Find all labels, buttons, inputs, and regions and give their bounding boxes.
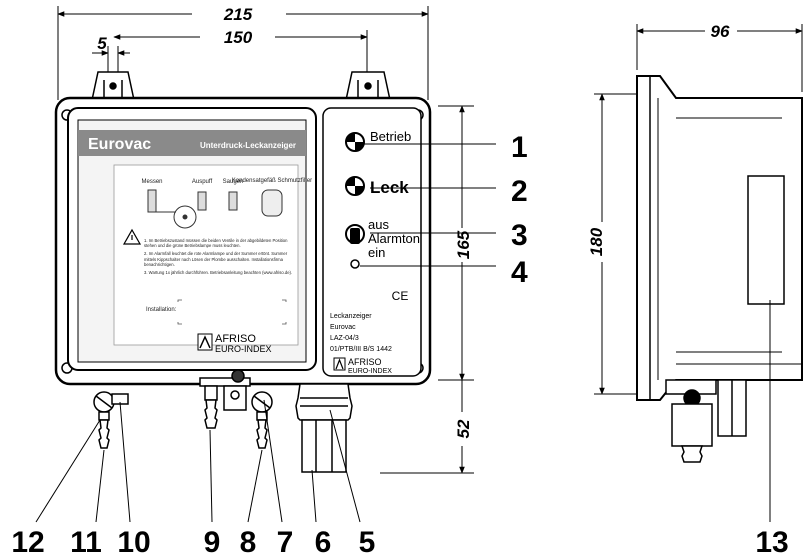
dimension-side-depth <box>636 24 803 92</box>
dimension-label-96: 96 <box>711 22 730 41</box>
callout-10: 10 <box>117 526 150 557</box>
callout-5: 5 <box>359 526 376 557</box>
diagram-label-auspuff: Auspuff <box>192 179 213 185</box>
valve-fitting-left <box>93 391 129 449</box>
instructions-block: 1. Im Betriebszustand müssen die beiden … <box>144 238 293 276</box>
afriso-logo-small <box>333 357 346 371</box>
side-view-housing <box>636 75 803 401</box>
callout-7: 7 <box>277 526 294 557</box>
lamp-leck-icon <box>345 176 365 196</box>
brand-bottom-small: EURO-INDEX <box>348 368 392 375</box>
side-view-fittings <box>665 379 747 463</box>
dimension-side-height <box>594 93 640 395</box>
instruction-2: 2. Im Alarmfall leuchtet die rote Alarml… <box>144 251 288 267</box>
dimension-gland-height <box>380 380 474 474</box>
test-button-icon <box>350 259 360 269</box>
mounting-tab-right <box>345 71 391 101</box>
dimension-label-5: 5 <box>97 34 107 53</box>
installation-label: Installation: <box>146 307 177 313</box>
device-name: Eurovac <box>330 324 356 331</box>
callout-4: 4 <box>511 256 528 289</box>
dimension-label-52: 52 <box>454 419 473 438</box>
brand-top: AFRISO <box>215 333 256 345</box>
instruction-1: 1. Im Betriebszustand müssen die beiden … <box>144 238 288 249</box>
title-bar <box>78 130 306 156</box>
dimension-label-180: 180 <box>587 227 606 256</box>
installation-field <box>177 299 287 325</box>
device-approval: 01/PTB/III B/S 1442 <box>330 346 392 353</box>
callout-1: 1 <box>511 131 528 164</box>
brand-bottom: EURO-INDEX <box>215 344 272 354</box>
label-alarmton: Alarmton <box>368 231 420 246</box>
device-model: LAZ-04/3 <box>330 335 359 342</box>
dimension-label-150: 150 <box>224 28 253 47</box>
callout-13: 13 <box>755 526 788 557</box>
lamp-betrieb-icon <box>345 132 365 152</box>
dimension-label-215: 215 <box>223 5 253 24</box>
brand-top-small: AFRISO <box>348 357 382 367</box>
afriso-logo <box>197 333 213 351</box>
ce-mark: CE <box>392 289 409 303</box>
schematic-diagram <box>147 189 283 229</box>
panel-subtitle: Unterdruck-Leckanzeiger <box>200 141 296 150</box>
callout-12: 12 <box>11 526 44 557</box>
diagram-label-messen: Messen <box>141 179 162 185</box>
cable-gland <box>295 383 353 473</box>
dimension-width-total <box>57 6 429 100</box>
alarm-switch-icon <box>345 224 365 244</box>
control-panel <box>322 107 422 377</box>
callout-8: 8 <box>240 526 257 557</box>
label-betrieb: Betrieb <box>370 129 411 144</box>
label-aus: aus <box>368 217 389 232</box>
warning-icon <box>122 228 142 245</box>
callout-3: 3 <box>511 219 528 252</box>
callout-6: 6 <box>315 526 332 557</box>
device-label: Leckanzeiger <box>330 313 372 320</box>
instruction-3: 3. Wartung 1x jährlich durchführen. Betr… <box>144 270 293 276</box>
panel-title: Eurovac <box>88 136 151 153</box>
label-ein: ein <box>368 245 385 260</box>
diagram-label-filter: Kondensatgefäß Schmutzfilter <box>232 178 312 184</box>
leader-lines <box>35 143 771 523</box>
dimension-height-main <box>438 105 474 381</box>
callout-11: 11 <box>70 526 102 557</box>
dimension-label-165: 165 <box>454 230 473 259</box>
diagram-label-saugen: Saugen <box>223 179 244 185</box>
callout-9: 9 <box>204 526 221 557</box>
valve-fitting-center <box>199 369 273 449</box>
mounting-tab-left <box>91 71 135 101</box>
callout-2: 2 <box>511 175 528 208</box>
